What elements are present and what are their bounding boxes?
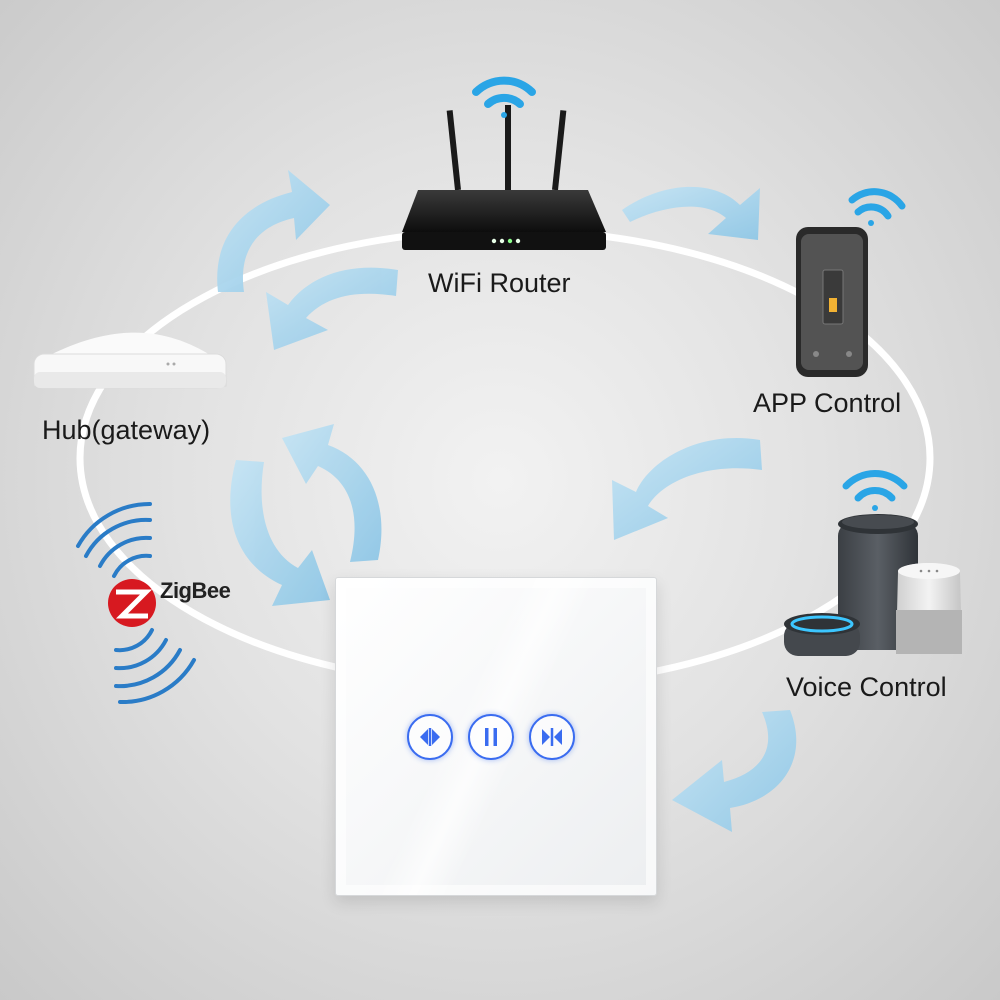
pause-icon — [485, 728, 497, 746]
hub-label: Hub(gateway) — [42, 415, 211, 445]
flow-arrows — [217, 170, 797, 832]
zigbee-logo-icon — [108, 579, 156, 627]
speaker-dot-icon — [784, 613, 860, 656]
router-icon — [402, 105, 606, 250]
hub-icon — [33, 332, 227, 389]
arrow-router-to-hub — [266, 267, 398, 350]
phone-icon — [796, 227, 868, 377]
close-button[interactable] — [529, 714, 575, 760]
router-label: WiFi Router — [428, 268, 571, 298]
pause-button[interactable] — [468, 714, 514, 760]
voice-control-label: Voice Control — [786, 672, 947, 702]
arrow-voice-to-panel — [672, 710, 797, 832]
curtain-close-icon — [542, 728, 562, 746]
open-button[interactable] — [407, 714, 453, 760]
curtain-switch-panel — [335, 577, 657, 896]
router-wifi-icon — [472, 76, 536, 118]
arrow-router-to-app — [622, 186, 760, 240]
arrow-hub-to-panel — [230, 460, 330, 606]
curtain-open-icon — [420, 728, 440, 746]
arrow-panel-to-hub — [282, 424, 382, 562]
speaker-wifi-icon — [842, 470, 908, 511]
arrow-hub-to-router — [217, 170, 330, 292]
app-control-label: APP Control — [753, 388, 902, 418]
speaker-home-icon — [896, 563, 962, 654]
arrow-app-to-panel — [612, 438, 762, 540]
zigbee-label: ZigBee — [160, 578, 231, 603]
phone-wifi-icon — [848, 188, 906, 226]
zigbee-signal-icon — [76, 501, 196, 705]
